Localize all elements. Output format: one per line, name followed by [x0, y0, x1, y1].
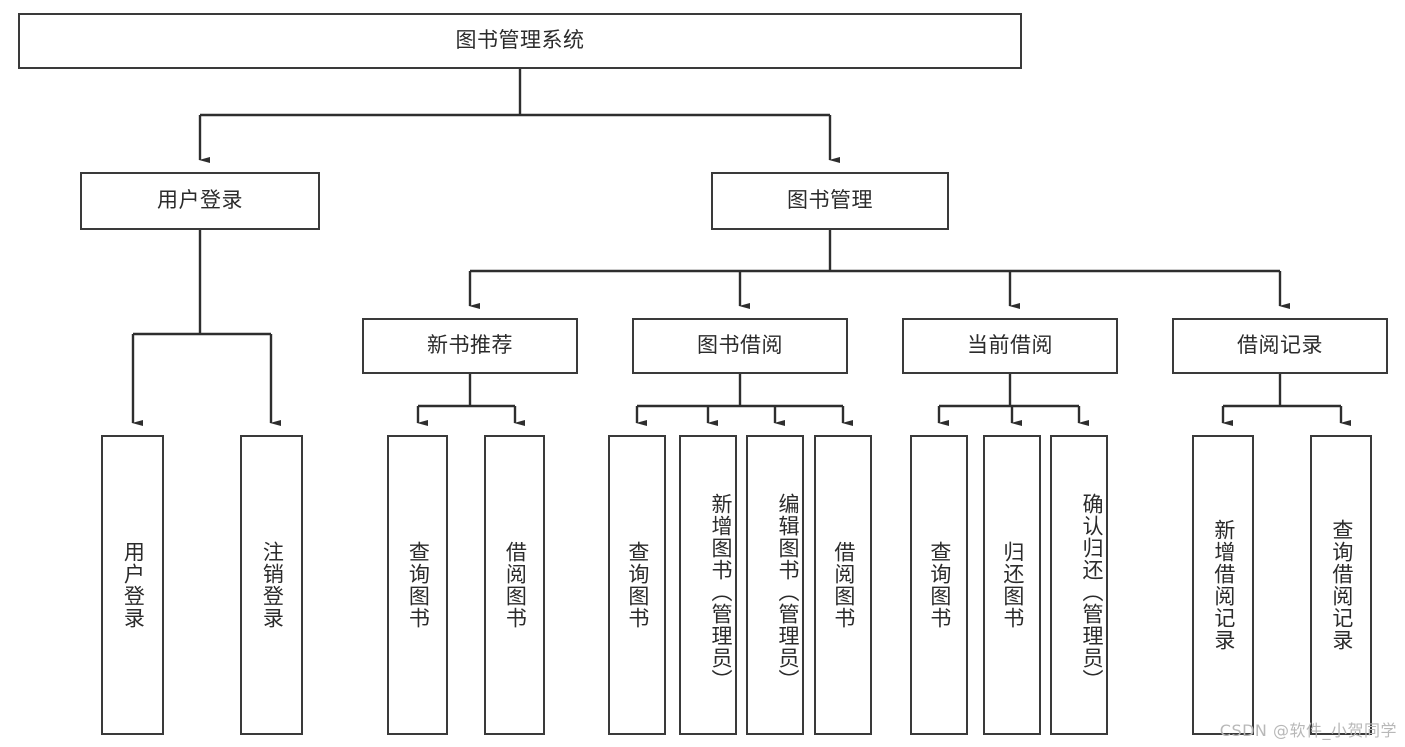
- leaf-add-borrow-record[interactable]: 新增借阅记录: [1192, 435, 1254, 735]
- leaf-borrow-book-recommend[interactable]: 借阅图书: [484, 435, 545, 735]
- leaf-add-book-admin-label: 新增图书（管理员）: [709, 493, 733, 691]
- node-user-login-label: 用户登录: [157, 188, 243, 213]
- node-book-management-label: 图书管理: [787, 188, 873, 213]
- leaf-user-login-label: 用户登录: [121, 541, 146, 629]
- watermark: CSDN @软件_小贺同学: [1219, 721, 1397, 740]
- leaf-borrow-book[interactable]: 借阅图书: [814, 435, 872, 735]
- node-book-borrow[interactable]: 图书借阅: [632, 318, 848, 374]
- leaf-query-book-recommend-label: 查询图书: [406, 541, 431, 629]
- node-borrow-record-label: 借阅记录: [1237, 333, 1323, 358]
- leaf-query-book-current-label: 查询图书: [927, 541, 952, 629]
- node-new-book-recommend-label: 新书推荐: [427, 333, 513, 358]
- leaf-return-book[interactable]: 归还图书: [983, 435, 1041, 735]
- node-current-borrow-label: 当前借阅: [967, 333, 1053, 358]
- leaf-query-book-borrow-label: 查询图书: [625, 541, 650, 629]
- leaf-borrow-book-recommend-label: 借阅图书: [503, 541, 528, 629]
- leaf-query-book-recommend[interactable]: 查询图书: [387, 435, 448, 735]
- node-borrow-record[interactable]: 借阅记录: [1172, 318, 1388, 374]
- leaf-edit-book-admin[interactable]: 编辑图书（管理员）: [746, 435, 804, 735]
- leaf-query-borrow-record[interactable]: 查询借阅记录: [1310, 435, 1372, 735]
- leaf-logout-login[interactable]: 注销登录: [240, 435, 303, 735]
- node-book-management[interactable]: 图书管理: [711, 172, 949, 230]
- leaf-query-book-borrow[interactable]: 查询图书: [608, 435, 666, 735]
- node-root-label: 图书管理系统: [455, 28, 585, 53]
- node-current-borrow[interactable]: 当前借阅: [902, 318, 1118, 374]
- leaf-logout-login-label: 注销登录: [260, 541, 285, 629]
- leaf-confirm-return-admin[interactable]: 确认归还（管理员）: [1050, 435, 1108, 735]
- leaf-edit-book-admin-label: 编辑图书（管理员）: [776, 493, 800, 691]
- node-root[interactable]: 图书管理系统: [18, 13, 1022, 69]
- node-user-login[interactable]: 用户登录: [80, 172, 320, 230]
- leaf-return-book-label: 归还图书: [1000, 541, 1025, 629]
- leaf-query-book-current[interactable]: 查询图书: [910, 435, 968, 735]
- leaf-query-borrow-record-label: 查询借阅记录: [1329, 519, 1354, 651]
- leaf-add-book-admin[interactable]: 新增图书（管理员）: [679, 435, 737, 735]
- leaf-user-login[interactable]: 用户登录: [101, 435, 164, 735]
- node-new-book-recommend[interactable]: 新书推荐: [362, 318, 578, 374]
- leaf-add-borrow-record-label: 新增借阅记录: [1211, 519, 1236, 651]
- node-book-borrow-label: 图书借阅: [697, 333, 783, 358]
- leaf-borrow-book-label: 借阅图书: [831, 541, 856, 629]
- leaf-confirm-return-admin-label: 确认归还（管理员）: [1080, 493, 1104, 691]
